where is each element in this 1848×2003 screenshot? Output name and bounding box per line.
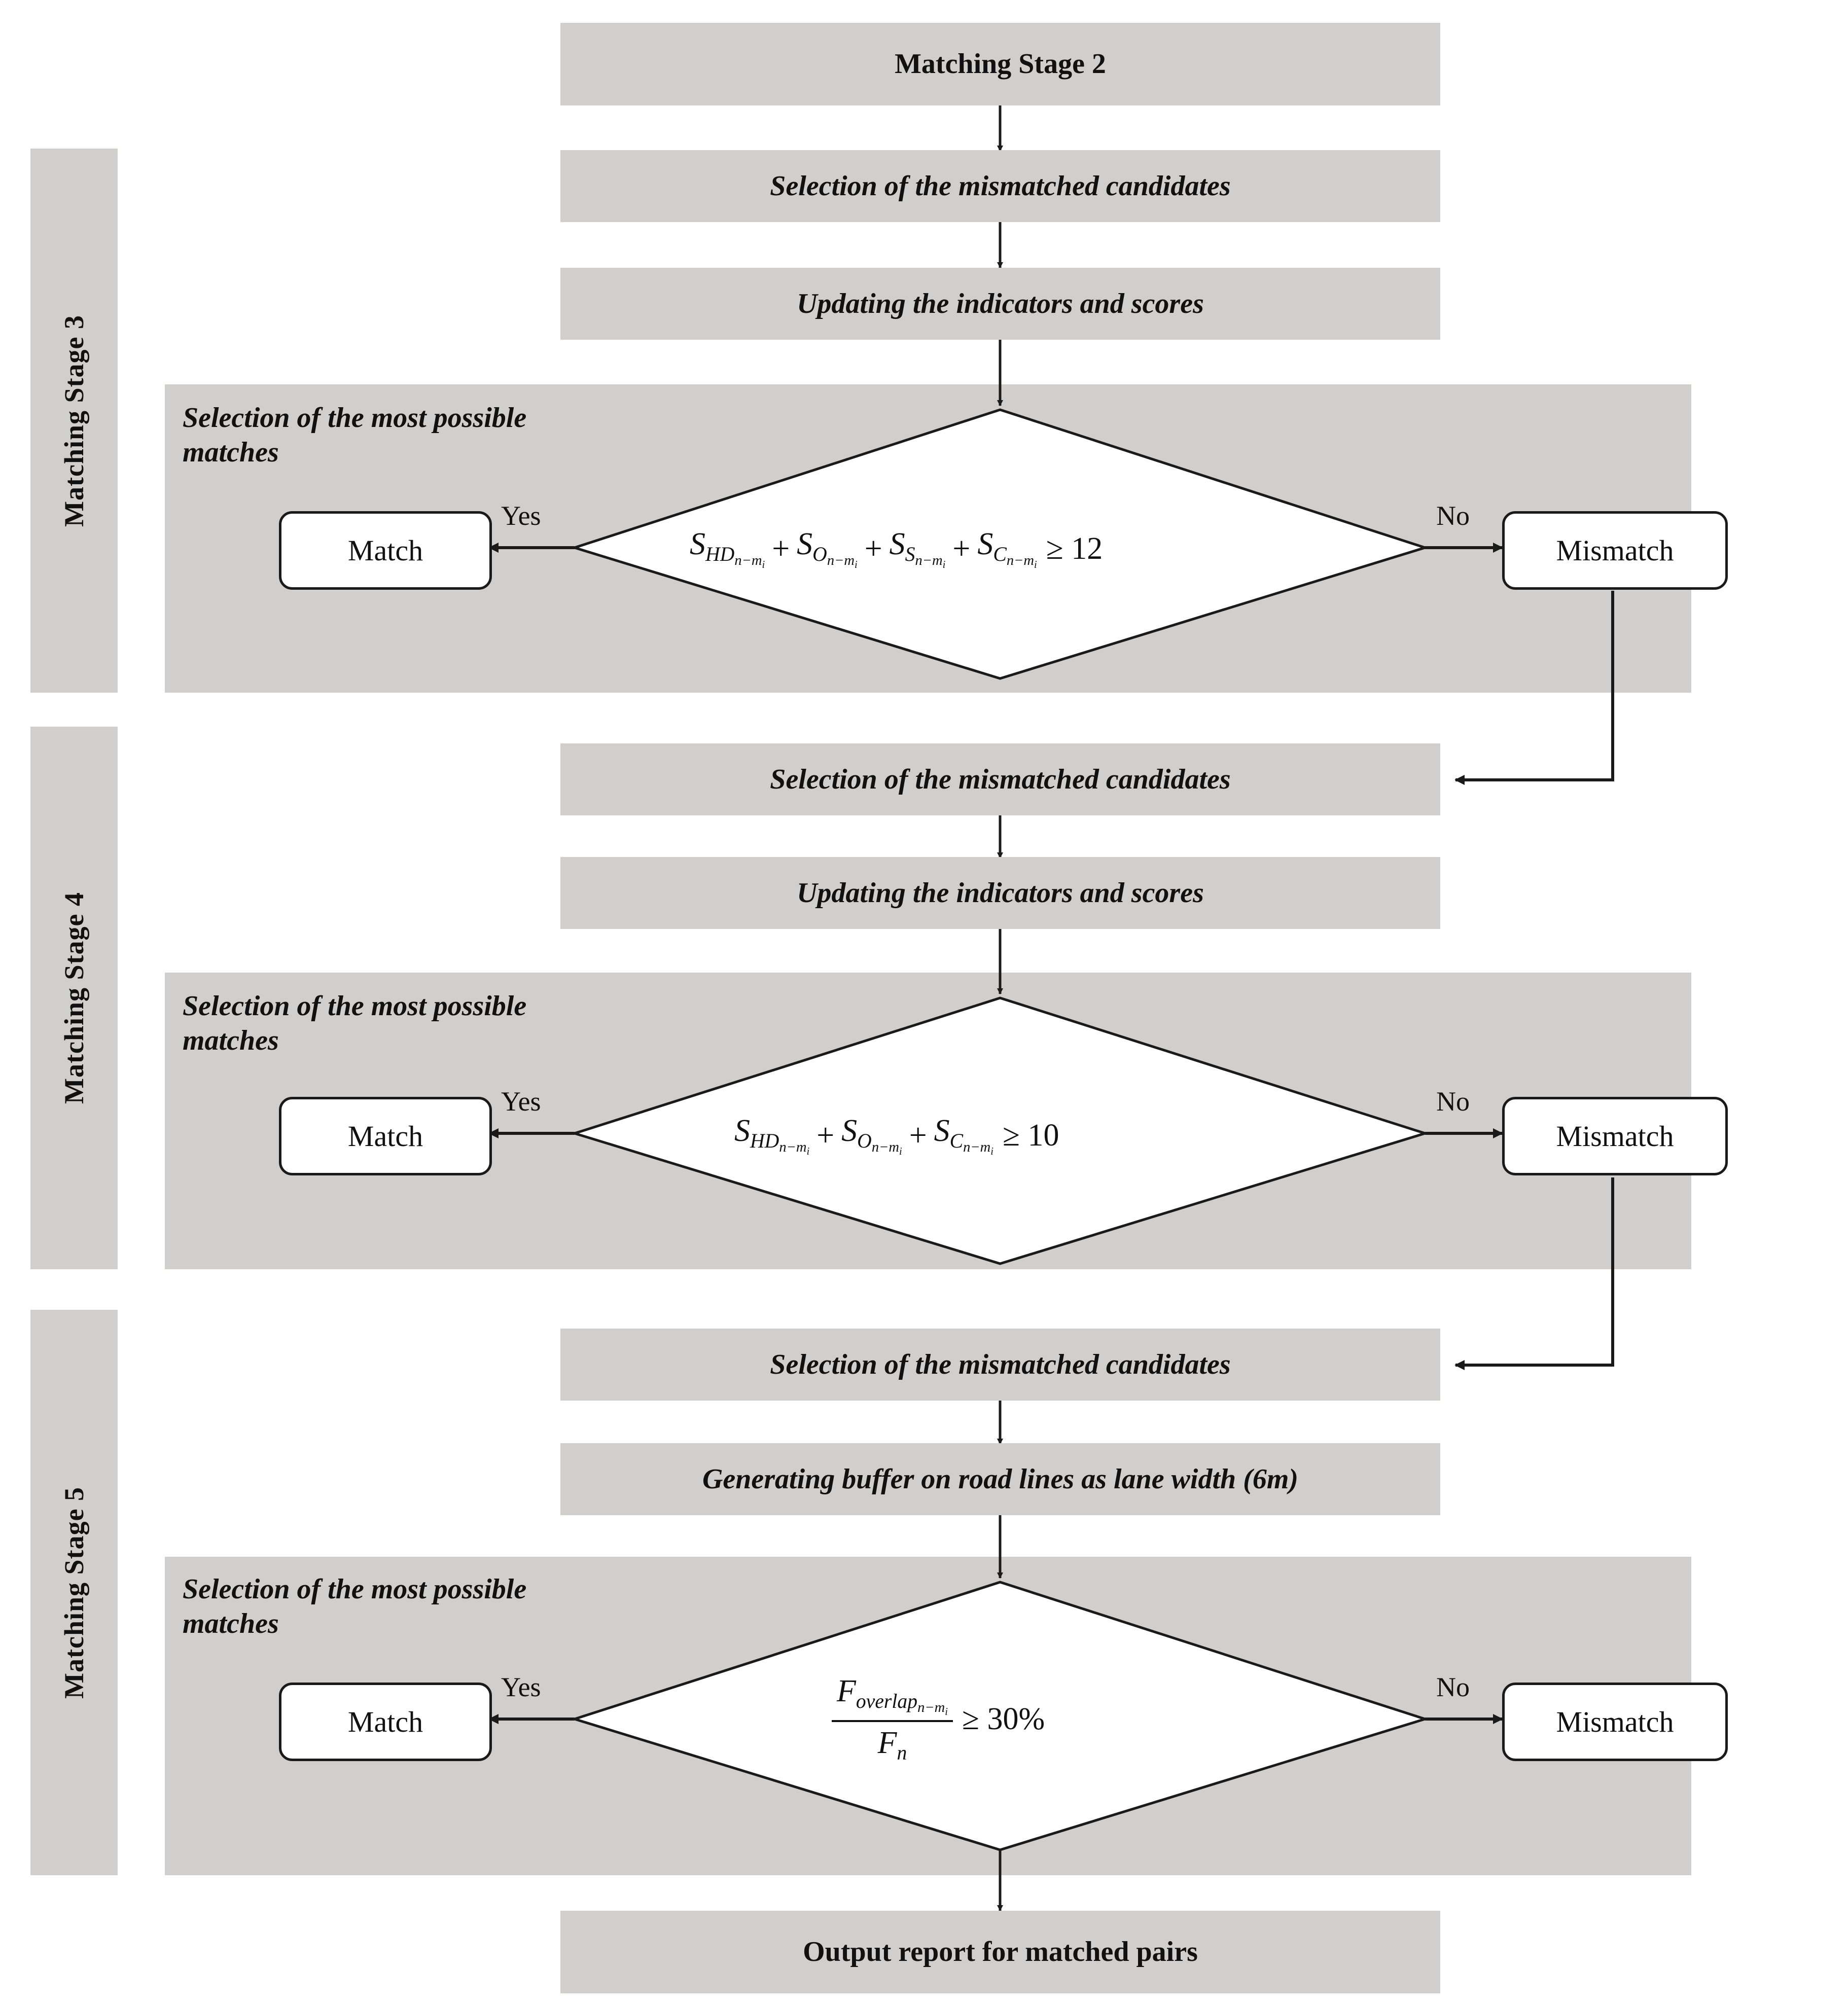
output-box: Output report for matched pairs xyxy=(560,1911,1440,1993)
stage4-band-title: Selection of the most possible matches xyxy=(183,990,527,1057)
stage4-operator: ≥ xyxy=(1003,1118,1020,1153)
stage5-process-selection: Selection of the mismatched candidates xyxy=(560,1329,1440,1401)
stage4-yes-label: Yes xyxy=(501,1086,541,1117)
stage4-process-selection-label: Selection of the mismatched candidates xyxy=(770,763,1231,795)
stage4-process-updating: Updating the indicators and scores xyxy=(560,857,1440,929)
stage4-process-selection: Selection of the mismatched candidates xyxy=(560,743,1440,815)
stage3-yes-label: Yes xyxy=(501,500,541,531)
stage5-mismatch-label: Mismatch xyxy=(1556,1705,1674,1738)
sidebar-stage5: Matching Stage 5 xyxy=(30,1310,118,1875)
stage3-process-selection: Selection of the mismatched candidates xyxy=(560,150,1440,222)
stage5-threshold: 30% xyxy=(987,1701,1045,1736)
stage5-match-label: Match xyxy=(347,1705,423,1738)
edge-mismatch4-to-sel5 xyxy=(1454,1177,1614,1370)
stage3-match-box[interactable]: Match xyxy=(279,511,492,590)
stage3-threshold: 12 xyxy=(1071,531,1103,566)
sidebar-stage4: Matching Stage 4 xyxy=(30,727,118,1269)
sidebar-stage3: Matching Stage 3 xyxy=(30,149,118,693)
stage4-decision-formula: SHDn−mi + SOn−mi + SCn−mi ≥ 10 xyxy=(734,1114,1059,1158)
stage3-operator: ≥ xyxy=(1046,531,1063,566)
stage4-process-updating-label: Updating the indicators and scores xyxy=(797,877,1204,909)
output-box-label: Output report for matched pairs xyxy=(803,1936,1198,1968)
stage3-no-label: No xyxy=(1436,500,1470,531)
top-box-matching-stage-2: Matching Stage 2 xyxy=(560,23,1440,105)
stage3-process-selection-label: Selection of the mismatched candidates xyxy=(770,170,1231,202)
stage5-match-box[interactable]: Match xyxy=(279,1683,492,1761)
stage5-decision-formula: Foverlapn−mi Fn ≥ 30% xyxy=(832,1673,1045,1765)
stage5-band-title: Selection of the most possible matches xyxy=(183,1573,527,1640)
stage5-no-label: No xyxy=(1436,1672,1470,1702)
stage4-match-label: Match xyxy=(347,1120,423,1153)
stage4-mismatch-box[interactable]: Mismatch xyxy=(1502,1097,1728,1175)
top-box-label: Matching Stage 2 xyxy=(895,48,1106,80)
stage5-process-selection-label: Selection of the mismatched candidates xyxy=(770,1348,1231,1380)
stage5-operator: ≥ xyxy=(962,1701,979,1736)
edge-mismatch3-to-sel4 xyxy=(1454,591,1614,785)
stage3-process-updating: Updating the indicators and scores xyxy=(560,268,1440,340)
stage3-mismatch-box[interactable]: Mismatch xyxy=(1502,511,1728,590)
stage3-mismatch-label: Mismatch xyxy=(1556,534,1674,567)
stage3-band-title: Selection of the most possible matches xyxy=(183,402,527,469)
stage4-mismatch-label: Mismatch xyxy=(1556,1120,1674,1153)
stage5-process-buffer: Generating buffer on road lines as lane … xyxy=(560,1443,1440,1515)
stage4-no-label: No xyxy=(1436,1086,1470,1117)
decision-diamond-stage3 xyxy=(570,408,1430,680)
stage3-match-label: Match xyxy=(347,534,423,567)
decision-diamond-stage4 xyxy=(570,996,1430,1265)
stage4-match-box[interactable]: Match xyxy=(279,1097,492,1175)
stage5-yes-label: Yes xyxy=(501,1672,541,1702)
stage5-mismatch-box[interactable]: Mismatch xyxy=(1502,1683,1728,1761)
stage5-process-buffer-label: Generating buffer on road lines as lane … xyxy=(702,1463,1299,1495)
stage3-decision-formula: SHDn−mi + SOn−mi + SSn−mi + SCn−mi ≥ 12 xyxy=(690,527,1103,571)
stage3-process-updating-label: Updating the indicators and scores xyxy=(797,288,1204,319)
stage4-threshold: 10 xyxy=(1027,1118,1059,1153)
